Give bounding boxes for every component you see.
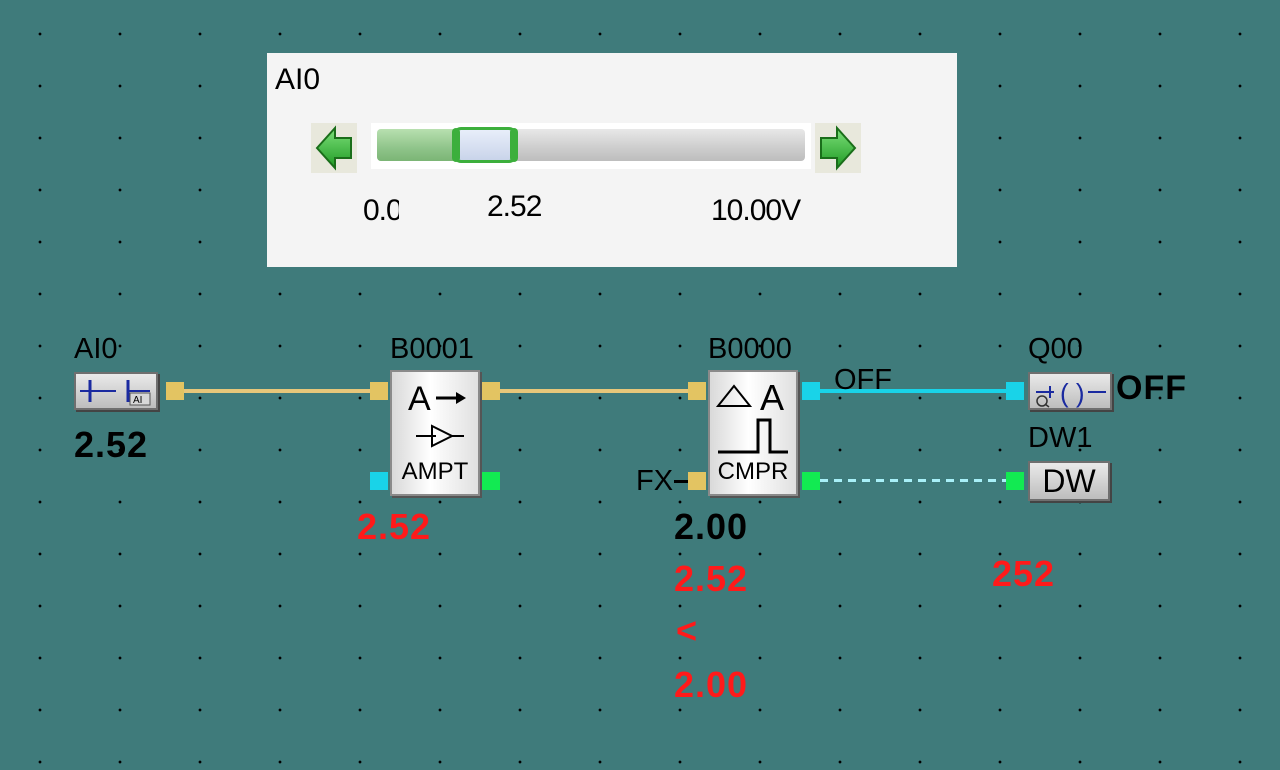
cmpr-output-state: OFF bbox=[834, 364, 892, 396]
wire-ai0-ampt bbox=[184, 389, 370, 393]
ai0-value: 2.52 bbox=[74, 424, 149, 465]
svg-text:A: A bbox=[408, 380, 431, 418]
fx-tick bbox=[674, 480, 688, 483]
ampt-status-pin[interactable] bbox=[482, 472, 500, 490]
slider-max-label: 10.00V bbox=[711, 194, 801, 227]
cmpr-name: CMPR bbox=[717, 458, 789, 485]
svg-text:( ): ( ) bbox=[1060, 378, 1085, 408]
output-coil-icon: ( ) bbox=[1036, 378, 1106, 408]
wire-ampt-cmpr bbox=[500, 389, 688, 393]
cmpr-current-value: 2.52 bbox=[674, 558, 749, 599]
cmpr-fx-value: 2.00 bbox=[674, 506, 749, 547]
cmpr-block-label: B0000 bbox=[708, 333, 792, 365]
arrow-right-icon bbox=[820, 125, 857, 171]
cmpr-threshold-value: 2.00 bbox=[674, 664, 749, 705]
ampt-input-pin[interactable] bbox=[370, 382, 388, 400]
svg-text:AI: AI bbox=[133, 395, 142, 406]
slider-track[interactable] bbox=[371, 123, 811, 169]
q00-state: OFF bbox=[1116, 369, 1187, 407]
wire-cmpr-q00 bbox=[820, 389, 1006, 393]
cmpr-value-pin[interactable] bbox=[802, 472, 820, 490]
dw1-label: DW1 bbox=[1028, 422, 1093, 454]
cmpr-operator: < bbox=[676, 610, 699, 651]
ai0-block[interactable]: AI bbox=[74, 372, 158, 410]
dw1-value: 252 bbox=[992, 553, 1056, 594]
dw1-block[interactable]: DW bbox=[1028, 461, 1110, 501]
q00-input-pin[interactable] bbox=[1006, 382, 1024, 400]
slider-min-label: 0.0 bbox=[363, 194, 399, 227]
q00-block[interactable]: ( ) bbox=[1028, 372, 1112, 410]
analog-input-slider-panel: AI0 0.0 2.52 10.00V bbox=[267, 53, 957, 267]
wire-cmpr-dw1 bbox=[820, 479, 1006, 482]
ampt-name: AMPT bbox=[401, 458, 469, 485]
cmpr-input-pin[interactable] bbox=[688, 382, 706, 400]
slider-title: AI0 bbox=[275, 63, 321, 96]
ampt-value: 2.52 bbox=[357, 506, 432, 547]
ampt-enable-pin[interactable] bbox=[370, 472, 388, 490]
svg-text:A: A bbox=[760, 377, 784, 418]
q00-label: Q00 bbox=[1028, 333, 1083, 365]
dw1-input-pin[interactable] bbox=[1006, 472, 1024, 490]
slider-value-label: 2.52 bbox=[487, 190, 542, 223]
slider-increase-button[interactable] bbox=[815, 123, 861, 173]
amplifier-icon: A bbox=[408, 380, 466, 448]
cmpr-output-pin[interactable] bbox=[802, 382, 820, 400]
cmpr-fx-pin[interactable] bbox=[688, 472, 706, 490]
cmpr-fx-label: FX bbox=[636, 465, 674, 497]
ampt-block[interactable]: A AMPT bbox=[390, 370, 480, 496]
slider-thumb[interactable] bbox=[452, 127, 518, 163]
comparator-icon: A bbox=[715, 377, 788, 454]
cmpr-block[interactable]: A CMPR bbox=[708, 370, 798, 496]
ai0-label: AI0 bbox=[74, 333, 118, 365]
analog-input-icon: AI bbox=[80, 380, 151, 406]
arrow-left-icon bbox=[315, 125, 352, 171]
ampt-block-label: B0001 bbox=[390, 333, 474, 365]
slider-decrease-button[interactable] bbox=[311, 123, 357, 173]
ai0-output-pin[interactable] bbox=[166, 382, 184, 400]
ampt-output-pin[interactable] bbox=[482, 382, 500, 400]
